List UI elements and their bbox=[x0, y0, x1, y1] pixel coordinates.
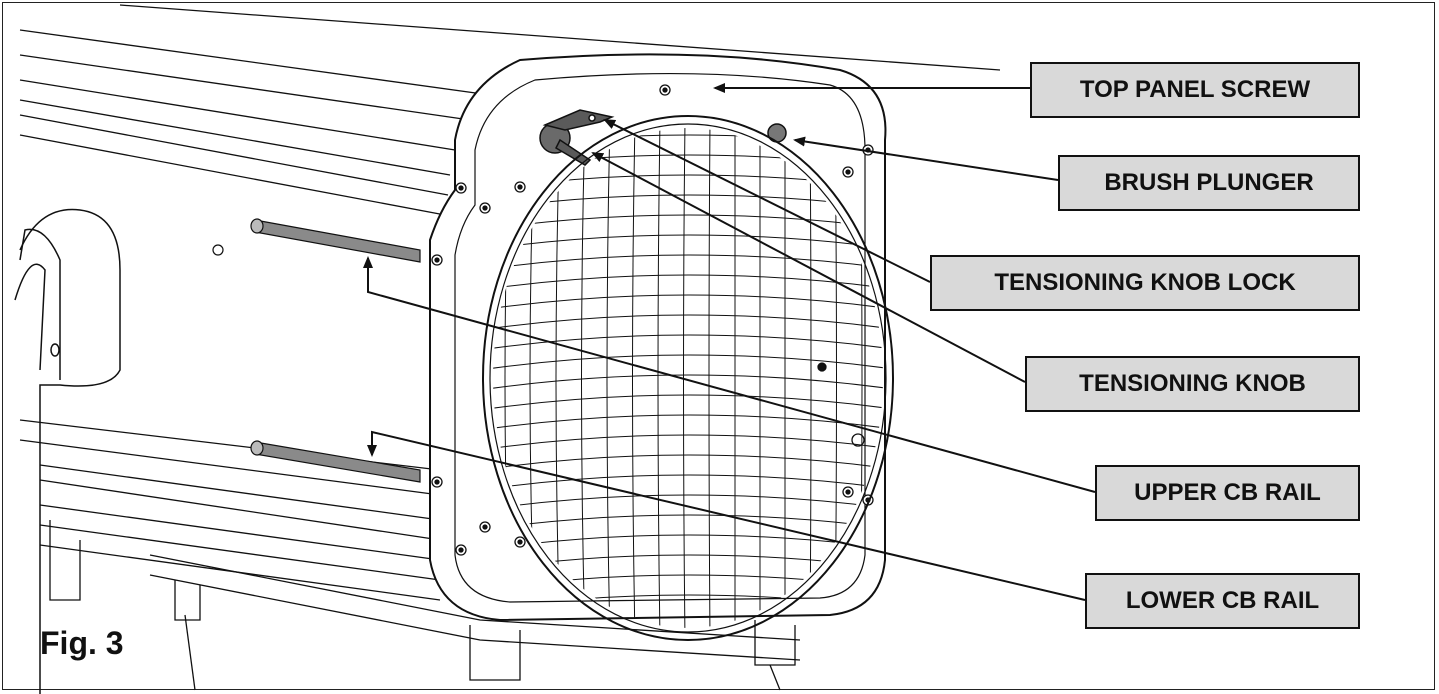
leader-tensioning-knob bbox=[591, 152, 1026, 383]
machine-housing bbox=[19, 4, 1001, 691]
callout-lower-cb-rail: LOWER CB RAIL bbox=[1085, 573, 1360, 629]
callout-upper-cb-rail: UPPER CB RAIL bbox=[1095, 465, 1360, 521]
figure-label: Fig. 3 bbox=[40, 625, 124, 661]
callout-top-panel-screw: TOP PANEL SCREW bbox=[1030, 62, 1360, 118]
rails bbox=[250, 218, 421, 483]
tensioning-knob bbox=[539, 109, 615, 166]
leader-brush-plunger bbox=[793, 136, 1059, 181]
support-arm bbox=[14, 208, 121, 694]
callout-tensioning-knob: TENSIONING KNOB bbox=[1025, 356, 1360, 412]
callout-tensioning-knob-lock: TENSIONING KNOB LOCK bbox=[930, 255, 1360, 311]
leader-tensioning-knob-lock bbox=[603, 119, 931, 283]
leader-lower-cb-rail bbox=[367, 430, 1086, 601]
leader-lines bbox=[363, 83, 1096, 601]
leader-upper-cb-rail bbox=[363, 256, 1096, 493]
callout-brush-plunger: BRUSH PLUNGER bbox=[1058, 155, 1360, 211]
